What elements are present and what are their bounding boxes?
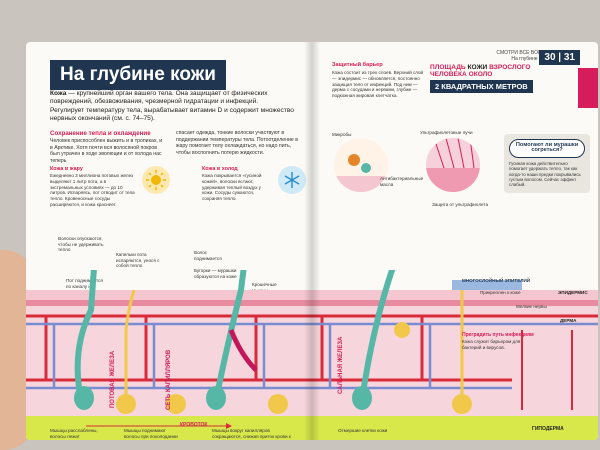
barrier-text: Кожа состоит из трех слоев. Верхний слой… [332, 70, 424, 99]
label-microbes: Микробы [332, 132, 352, 137]
section-heading: Сохранение тепла и охлаждение [50, 130, 151, 137]
page-numbers: 30 | 31 [539, 50, 580, 65]
lead-text: — крупнейший орган вашего тела. Она защи… [50, 90, 294, 123]
lead-paragraph: Кожа — крупнейший орган вашего тела. Она… [50, 90, 294, 124]
label-hair-down: Волоски опускаются, чтобы не удерживать … [58, 236, 104, 253]
obstacle-heading: Преградить путь инфекциям [462, 332, 534, 338]
lead-bold-word: Кожа [50, 90, 67, 97]
left-page: На глубине кожи Кожа — крупнейший орган … [26, 42, 312, 440]
open-book: На глубине кожи Кожа — крупнейший орган … [26, 42, 598, 440]
bottom-caption-dead-cells: Отмершие клетки кожи [338, 428, 388, 433]
label-sweat-evaporates: Капельки пота испаряются, унося с собой … [116, 252, 160, 269]
band-dermis: ДЕРМА [560, 318, 577, 323]
stat-prefix: ПЛОЩАДЬ [430, 64, 466, 71]
section-text-2: спасает одежда, тонкие волоски участвуют… [176, 130, 298, 156]
bottom-caption-mid: Мышцы поднимают волосы при похолодании [124, 428, 178, 439]
skin-cross-section-left [26, 270, 312, 440]
running-header-line1: СМОТРИ ВСЕ ВОКРУГ [496, 50, 550, 56]
section-text: Человек приспособлен выжить и в тропиках… [50, 138, 163, 164]
skin-cross-section-right [312, 270, 598, 440]
blood-flow-label: КРОВОТОК [180, 422, 208, 428]
microbe-illustration [334, 138, 388, 192]
stat-bold: КОЖИ [467, 64, 488, 71]
label-uv: Ультрафиолетовые лучи [420, 130, 473, 135]
band-epidermis: ЭПИДЕРМИС [558, 290, 588, 295]
skin-area-fact: ПЛОЩАДЬ КОЖИ ВЗРОСЛОГО ЧЕЛОВЕКА ОКОЛО 2 … [430, 64, 540, 93]
bottom-caption-right: Мышцы вокруг капилляров сокращаются, сни… [212, 428, 291, 440]
right-page: СМОТРИ ВСЕ ВОКРУГ На глубине кожи 30 | 3… [312, 42, 598, 440]
book-gutter [304, 42, 320, 440]
band-hypodermis: ГИПОДЕРМА [532, 426, 564, 432]
running-header: СМОТРИ ВСЕ ВОКРУГ На глубине кожи [496, 50, 550, 62]
obstacle-text: Кожа служит барьером для бактерий и виру… [462, 339, 521, 350]
label-hair-rises: Волос поднимается [194, 250, 222, 261]
page-title: На глубине кожи [50, 60, 226, 90]
hot-heading: Кожа в жару [50, 166, 83, 172]
label-uv-protection: Защита от ультрафиолета [432, 202, 489, 207]
sebaceous-label: САЛЬНАЯ ЖЕЛЕЗА [338, 336, 344, 395]
section-tab [578, 68, 598, 108]
sidebar-heading: Помогают ли мурашки согреться? [509, 139, 585, 158]
running-header-line2: На глубине кожи [511, 56, 550, 62]
uv-illustration [426, 138, 480, 192]
barrier-heading: Защитный барьер [332, 62, 383, 68]
stat-suffix: ВЗРОСЛОГО ЧЕЛОВЕКА ОКОЛО [430, 64, 531, 78]
goosebumps-sidebar: Помогают ли мурашки согреться? Гусиная к… [504, 134, 590, 193]
sweat-gland-label: ПОТОВАЯ ЖЕЛЕЗА [110, 350, 116, 408]
label-attached: Прикреплен к коже [480, 290, 521, 295]
capillary-net-label: СЕТЬ КАПИЛЛЯРОВ [166, 349, 172, 410]
cold-text: Кожа покрывается «гусиной кожей», волоск… [202, 173, 262, 202]
snowflake-icon [278, 166, 306, 194]
hot-text: Ежедневно 3 миллиона потовых желез выдел… [50, 173, 135, 207]
sun-icon [142, 166, 170, 194]
band-epithelium: МНОГОСЛОЙНЫЙ ЭПИТЕЛИЙ [462, 278, 531, 283]
label-goosebumps: Бугорки — мурашки образуются на коже [194, 268, 237, 279]
label-antibacterial: Антибактериальные масла [380, 176, 424, 187]
bottom-caption-left: Мышцы расслаблены, волосы лежат [50, 428, 98, 439]
label-nerves: Мелкие нервы [516, 304, 547, 309]
cold-heading: Кожа в холод [202, 166, 238, 172]
sidebar-text: Гусиная кожа действительно помогает удер… [509, 160, 581, 188]
stat-big: 2 КВАДРАТНЫХ МЕТРОВ [430, 80, 533, 93]
